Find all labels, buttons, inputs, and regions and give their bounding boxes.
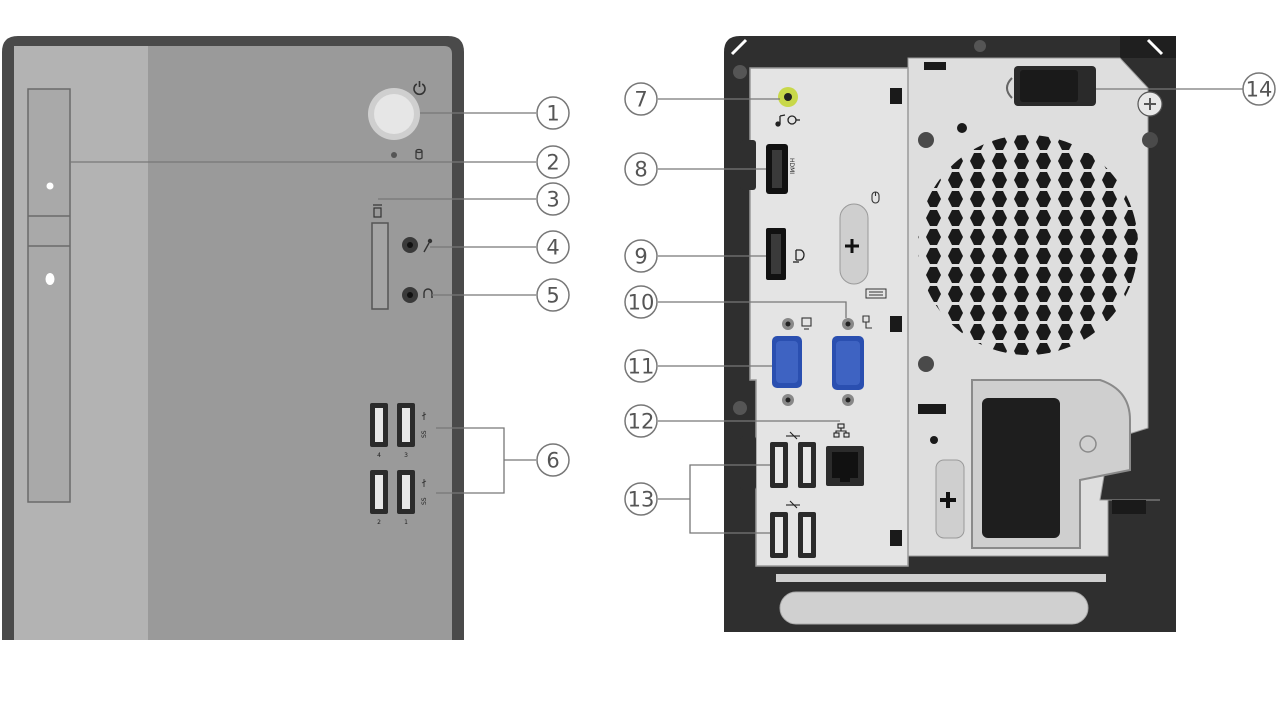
callout-1: 1 [536,96,570,130]
io-shield [749,67,909,567]
callout-9-label: 9 [634,245,647,269]
usb-number-1: 1 [404,519,408,526]
callout-8: 8 [624,152,658,186]
ps2-knockout [839,203,869,285]
callout-10-label: 10 [628,291,655,315]
drive-activity-light [391,152,397,158]
usb-ss-label-bottom: SS [421,497,428,505]
front-view: 4 3 2 1 SS SS [2,36,464,640]
callouts: 1 2 3 4 5 6 7 8 [536,72,1276,516]
callout-14: 14 [1242,72,1276,106]
usb-number-4: 4 [377,452,381,459]
hdd-icon [415,148,423,160]
callout-12-label: 12 [628,410,655,434]
audio-out-icon [775,114,800,127]
ethernet-icon [833,423,850,438]
callout-2: 2 [536,145,570,179]
callout-7-label: 7 [634,88,647,112]
fan-grill [918,135,1138,355]
callout-6-label: 6 [546,449,559,473]
usb-icon [786,431,800,509]
callout-3-label: 3 [546,188,559,212]
callout-11: 11 [624,349,658,383]
callout-13-label: 13 [628,488,655,512]
callout-12: 12 [624,404,658,438]
monitor-icon [801,317,812,330]
headphone-icon [423,288,433,298]
callout-1-label: 1 [546,102,559,126]
mouse-icon [871,191,880,204]
rear-view: HDMI [724,36,1176,632]
optical-drive-bay [27,88,71,503]
callout-4-label: 4 [546,236,559,260]
drive-indicator [46,182,54,190]
card-reader-slot[interactable] [371,222,389,310]
hdmi-label: HDMI [788,158,795,174]
callout-5-label: 5 [546,284,559,308]
callout-5: 5 [536,278,570,312]
card-reader-icon [373,204,382,218]
usb-number-3: 3 [404,452,408,459]
drive-eject-button[interactable] [45,273,55,285]
callout-9: 9 [624,239,658,273]
usb-number-2: 2 [377,519,381,526]
power-supply-connector[interactable] [982,398,1060,538]
displayport-icon [793,249,805,263]
usb-ss-label-top: SS [421,430,428,438]
microphone-icon [423,238,433,253]
callout-6: 6 [536,443,570,477]
rear-usb-ports [770,431,816,558]
callout-3: 3 [536,182,570,216]
power-icon [413,81,426,96]
front-usb-ports: 4 3 2 1 SS SS [370,403,428,526]
callout-10: 10 [624,285,658,319]
bottom-vent [779,591,1089,625]
callout-lines [70,88,1243,534]
callout-8-label: 8 [634,158,647,182]
serial-icon [862,315,872,329]
callout-14-label: 14 [1246,78,1273,102]
callout-13: 13 [624,482,658,516]
callout-11-label: 11 [628,355,655,379]
usb-icon [421,412,427,487]
callout-2-label: 2 [546,151,559,175]
keyboard-icon [865,288,887,299]
callout-4: 4 [536,230,570,264]
callout-7: 7 [624,82,658,116]
